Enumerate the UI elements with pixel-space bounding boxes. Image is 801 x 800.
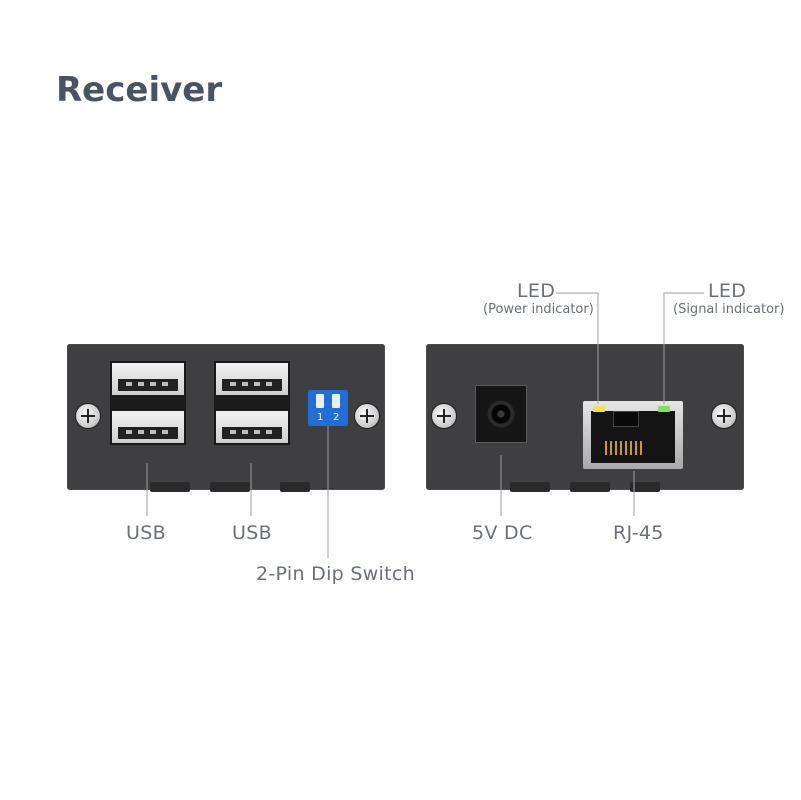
usb-port — [214, 361, 290, 397]
panel-foot — [210, 482, 250, 492]
dc-power-jack — [475, 385, 527, 443]
power-led — [593, 406, 605, 412]
usb-label-1: USB — [126, 522, 166, 544]
rj45-label: RJ-45 — [613, 522, 664, 544]
dip-pin-1-label: 1 — [317, 412, 324, 423]
dip-switch: 1 2 — [308, 390, 348, 426]
usb-port — [110, 409, 186, 445]
panel-foot — [280, 482, 310, 492]
dc-label: 5V DC — [472, 522, 533, 544]
panel-foot — [510, 482, 550, 492]
power-led-sublabel: (Power indicator) — [483, 302, 594, 317]
panel-foot — [630, 482, 660, 492]
screw-icon — [712, 404, 736, 428]
power-led-label: LED — [517, 280, 556, 302]
usb-port-stack-2 — [214, 361, 290, 445]
usb-port-stack-1 — [110, 361, 186, 445]
screw-icon — [355, 404, 379, 428]
signal-led-label: LED — [708, 280, 747, 302]
signal-led — [658, 406, 670, 412]
dip-switch-label: 2-Pin Dip Switch — [256, 563, 415, 585]
usb-port — [110, 361, 186, 397]
panel-foot — [150, 482, 190, 492]
screw-icon — [76, 404, 100, 428]
panel-foot — [570, 482, 610, 492]
screw-icon — [432, 404, 456, 428]
rj45-port — [583, 401, 683, 469]
dip-pin-2-label: 2 — [333, 412, 340, 423]
page-title: Receiver — [56, 70, 223, 110]
usb-label-2: USB — [232, 522, 272, 544]
usb-port — [214, 409, 290, 445]
dip-toggle-2 — [332, 394, 340, 408]
signal-led-sublabel: (Signal indicator) — [673, 302, 785, 317]
dip-toggle-1 — [316, 394, 324, 408]
